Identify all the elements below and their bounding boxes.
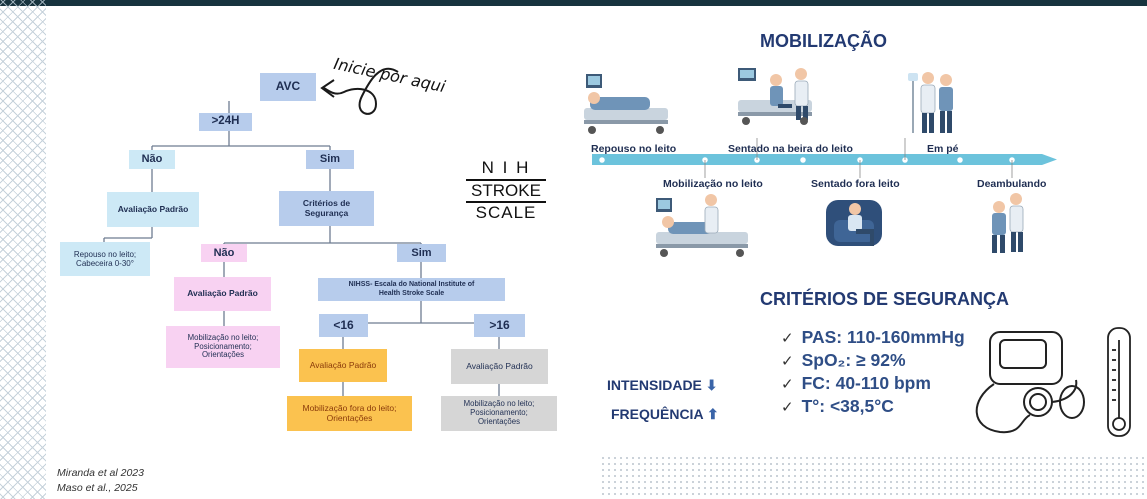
nih-stroke-scale-logo: N I H STROKE SCALE: [466, 158, 546, 223]
zigzag-border: [0, 0, 46, 499]
standing-illustration: [908, 72, 953, 133]
standard-eval-1: Avaliação Padrão: [107, 192, 199, 227]
criteria-item-pas: ✓PAS: 110-160mmHg: [781, 327, 965, 347]
mobility-in-bed-2: Mobilização no leito; Posicionamento; Or…: [166, 326, 280, 368]
criteria-title: CRITÉRIOS DE SEGURANÇA: [760, 289, 1010, 309]
timeline-label-standing: Em pé: [927, 143, 959, 155]
bedside-sitting-illustration: [738, 68, 812, 125]
mobility-in-bed-4: Mobilização no leito; Posicionamento; Or…: [441, 396, 557, 431]
check-icon: ✓: [781, 353, 794, 370]
avc-node: AVC: [260, 73, 316, 101]
yes-node-2: Sim: [397, 244, 446, 262]
hand-arrow: [323, 68, 399, 115]
dot-pattern: [600, 455, 1147, 499]
thermometer-icon: [1107, 327, 1131, 437]
check-icon: ✓: [781, 399, 794, 416]
nih-logo-line1: N I H: [466, 158, 546, 181]
check-icon: ✓: [781, 376, 794, 393]
nihss-node: NIHSS- Escala do National Institute of H…: [318, 278, 505, 301]
standard-eval-4: Avaliação Padrão: [451, 349, 548, 384]
citation-2: Maso et al., 2025: [57, 482, 138, 494]
walking-illustration: [992, 193, 1024, 253]
top-bar: [0, 0, 1147, 6]
rest-in-bed: Repouso no leito; Cabeceira 0-30°: [60, 242, 150, 276]
nih-logo-line3: SCALE: [475, 203, 537, 222]
flowchart-connectors: [103, 68, 500, 396]
arrow-up-icon: ⬆: [706, 406, 719, 422]
nih-logo-line2: STROKE: [466, 181, 546, 203]
lt16-node: <16: [319, 314, 368, 337]
no-node-2: Não: [201, 244, 247, 262]
timeline-label-walking: Deambulando: [977, 178, 1047, 190]
safety-criteria-node: Critérios de Segurança: [279, 191, 374, 226]
mobility-title: MOBILIZAÇÃO: [760, 31, 887, 51]
criteria-item-fc: ✓FC: 40-110 bpm: [781, 373, 931, 393]
h24-node: >24H: [199, 113, 252, 131]
intensity-label: INTENSIDADE ⬇: [607, 377, 718, 393]
timeline-label-rest: Repouso no leito: [591, 143, 677, 155]
yes-node-1: Sim: [306, 150, 354, 169]
sphygmomanometer-icon: [975, 331, 1085, 434]
bed-rest-illustration: [584, 74, 668, 134]
mobility-out-of-bed: Mobilização fora do leito; Orientações: [287, 396, 412, 431]
armchair-illustration: [826, 200, 882, 246]
timeline-label-bedside: Sentado na beira do leito: [728, 143, 853, 155]
citation-1: Miranda et al 2023: [57, 467, 144, 479]
standard-eval-2: Avaliação Padrão: [174, 277, 271, 311]
gt16-node: >16: [474, 314, 525, 337]
timeline-label-bed-mobilization: Mobilização no leito: [663, 178, 763, 190]
bed-mobilization-illustration: [656, 194, 748, 257]
devices-illustration: [975, 327, 1131, 437]
timeline-arrow: [592, 154, 1057, 165]
frequency-label: FREQUÊNCIA ⬆: [611, 406, 719, 422]
arrow-down-icon: ⬇: [705, 377, 718, 393]
criteria-item-spo2: ✓SpO₂: ≥ 92%: [781, 350, 906, 370]
timeline-label-seated-out: Sentado fora leito: [811, 178, 900, 190]
check-icon: ✓: [781, 330, 794, 347]
criteria-item-temp: ✓T°: <38,5°C: [781, 396, 894, 416]
standard-eval-3: Avaliação Padrão: [299, 349, 387, 382]
no-node-1: Não: [129, 150, 175, 169]
